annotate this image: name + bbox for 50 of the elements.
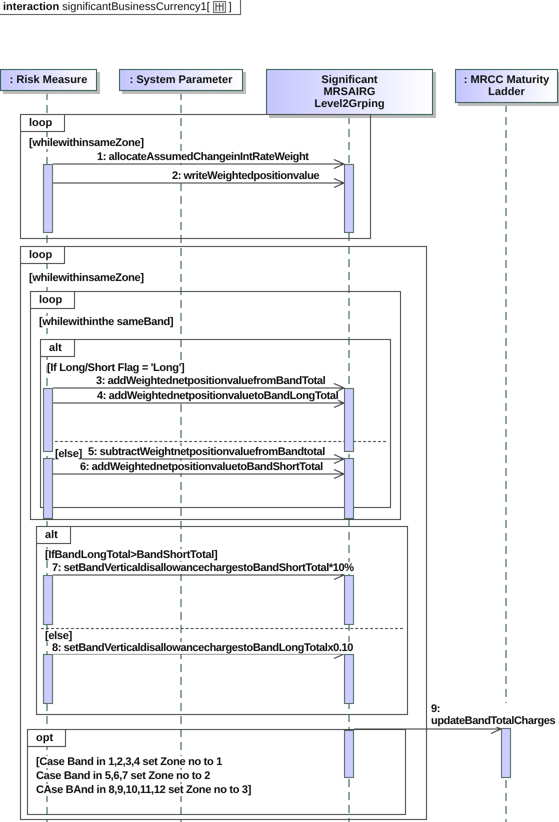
bracket-text: ] [228,1,232,13]
message-arrow [52,159,344,169]
guard-condition: CAse BAnd in 8,9,10,11,12 set Zone no to 3] [36,784,252,796]
guard-condition: [else] [55,448,82,460]
message-arrow [52,383,344,393]
activation-bar [501,728,511,778]
message-label: 5: subtractWeightnetpositionvaluefromBandtotal [88,446,325,458]
activation-bar [344,164,354,233]
lifeline-head: : System Parameter [119,69,243,91]
fragment-operator: loop [21,115,66,132]
activation-bar [43,575,53,625]
fragment-operator: opt [28,730,66,747]
activation-bar [344,654,354,704]
guard-condition: [whilewithinthe sameBand] [39,316,174,328]
message-arrow [52,398,344,408]
diagram-title: interaction significantBusinessCurrency1[ [3,1,210,13]
guard-condition: [Case Band in 1,2,3,4 set Zone no to 1 [36,756,222,768]
guard-condition: [else] [45,630,72,642]
activation-bar [344,730,354,778]
fragment-operator: loop [31,292,76,309]
message-arrow [52,178,344,188]
lifeline [180,92,182,822]
activation-bar [43,388,53,452]
message-label: 4: addWeightednetpositionvaluetoBandLongTotal [97,390,338,402]
fragment-operator: alt [41,340,75,357]
lifeline-head: : Risk Measure [0,69,97,91]
message-label: 7: setBandVerticaldisallowancechargestoBandShortTotal*10% [52,562,354,574]
fragment-operator: alt [37,527,71,544]
activation-bar [43,458,53,519]
guard-condition: Case Band in 5,6,7 set Zone no to 2 [36,770,210,782]
message-label: 6: addWeightednetpositionvaluetoBandShortTotal [80,461,323,473]
message-label: 8: setBandVerticaldisallowancechargestoBandLongTotalx0.10 [52,642,353,654]
message-label: 1: allocateAssumedChangeinIntRateWeight [97,151,309,163]
message-label: 3: addWeightednetpositionvaluefromBandTotal [96,375,326,387]
activation-bar [344,458,354,519]
fragment-operator: loop [21,247,66,264]
lifeline-head: : MRCC Maturity Ladder [455,69,558,103]
activation-bar [344,388,354,452]
message-arrow [52,469,344,479]
message-label: 2: writeWeightedpositionvalue [172,170,320,182]
guard-condition: [whilewithinsameZone] [29,272,144,284]
activation-bar [344,575,354,625]
activation-bar [43,164,53,233]
guard-condition: [whilewithinsameZone] [29,137,144,149]
message-arrow [52,454,344,464]
guard-condition: [If Long/Short Flag = 'Long'] [47,362,184,374]
activation-bar [43,654,53,704]
combined-fragment [27,729,406,815]
guard-condition: [IfBandLongTotal>BandShortTotal] [45,549,218,561]
lifeline-head: Significant MRSAIRG Level2Grping [266,69,433,115]
